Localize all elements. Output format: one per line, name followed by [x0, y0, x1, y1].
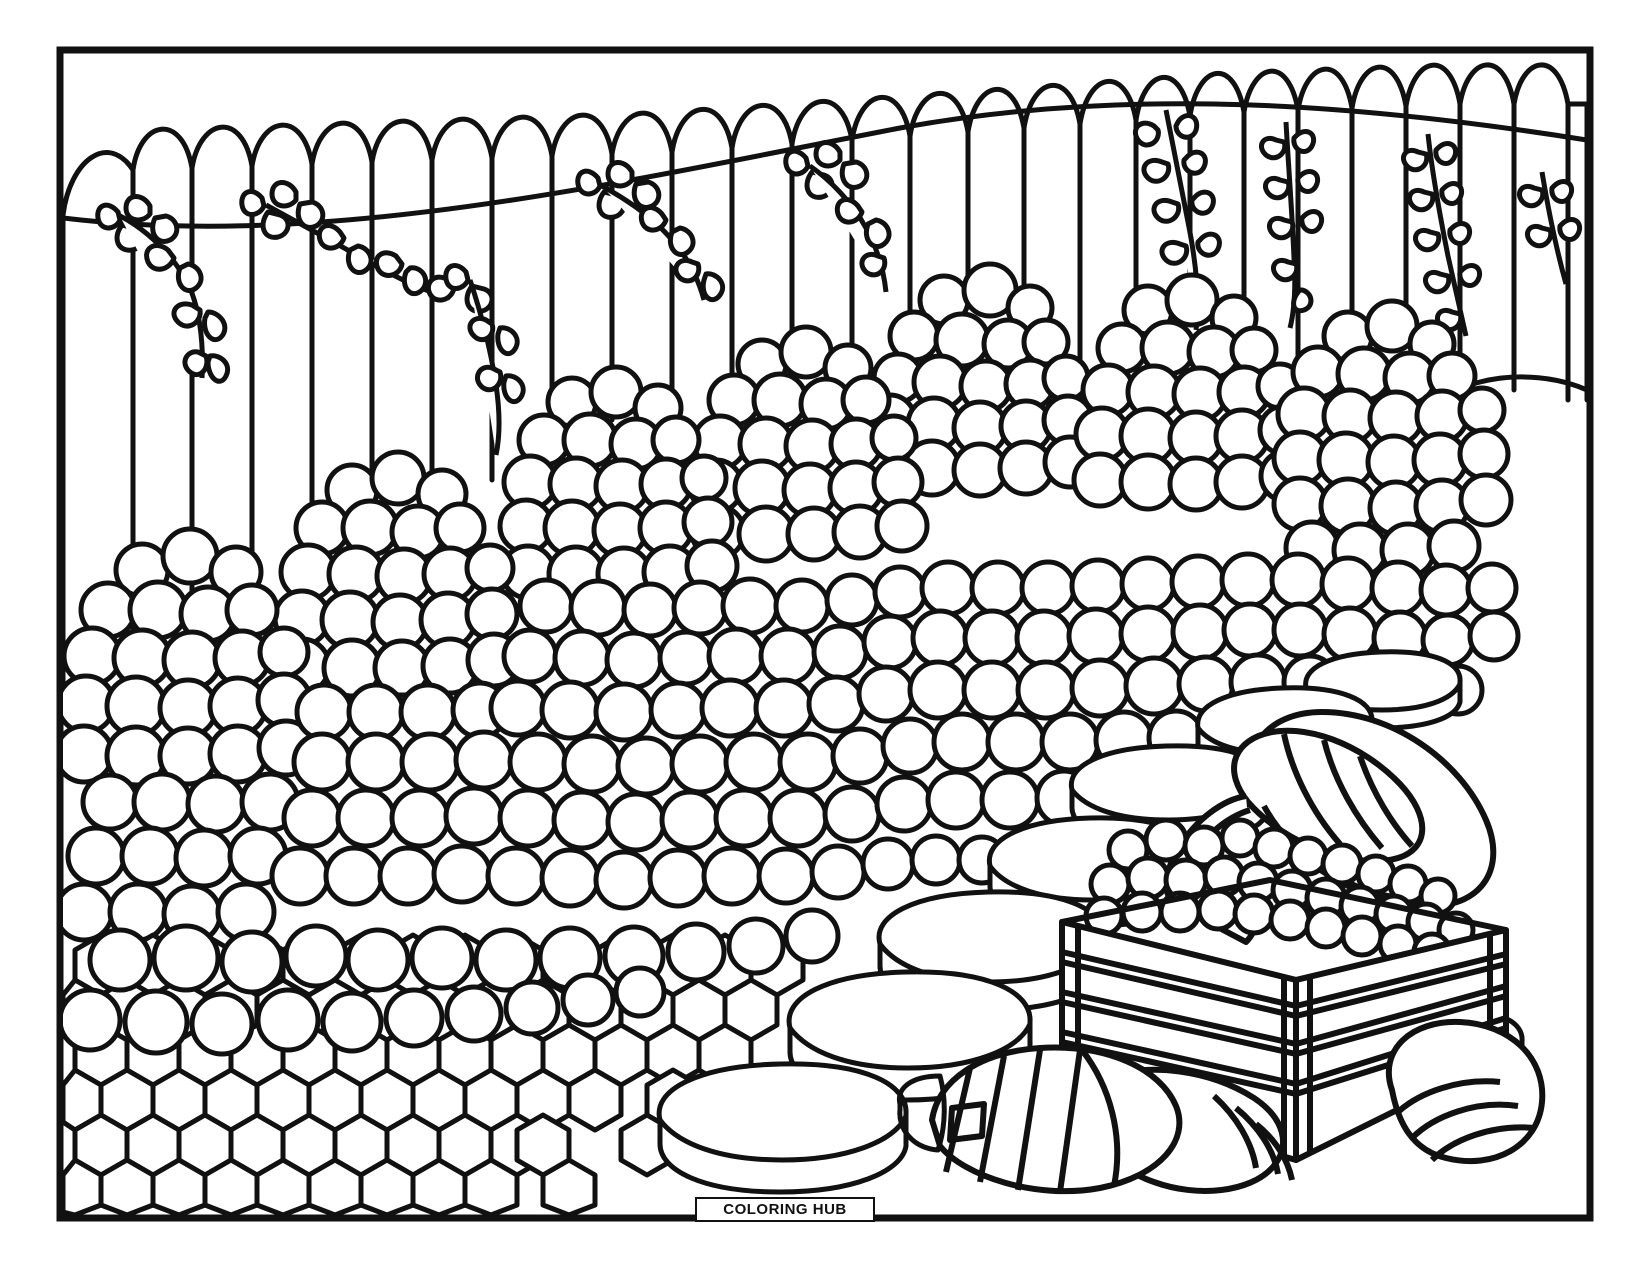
foreground-flower-bed [63, 551, 1521, 945]
flower-bush [497, 364, 740, 604]
flower-bush [272, 449, 523, 699]
garden-gloves [929, 1044, 1295, 1195]
garland-leaf-sprigs [95, 140, 892, 456]
garden-stone [1385, 1018, 1546, 1165]
small-path-stone [896, 1073, 947, 1153]
picket-fence [63, 62, 1587, 703]
watermark-badge: COLORING HUB [695, 1197, 875, 1222]
foreground-blob-overlay [63, 907, 841, 1057]
watermark-label: COLORING HUB [723, 1201, 847, 1218]
hanging-vines [1132, 109, 1582, 337]
flower-bushes [63, 261, 1514, 788]
flower-bush [63, 526, 316, 788]
stepping-stone [656, 1061, 909, 1195]
